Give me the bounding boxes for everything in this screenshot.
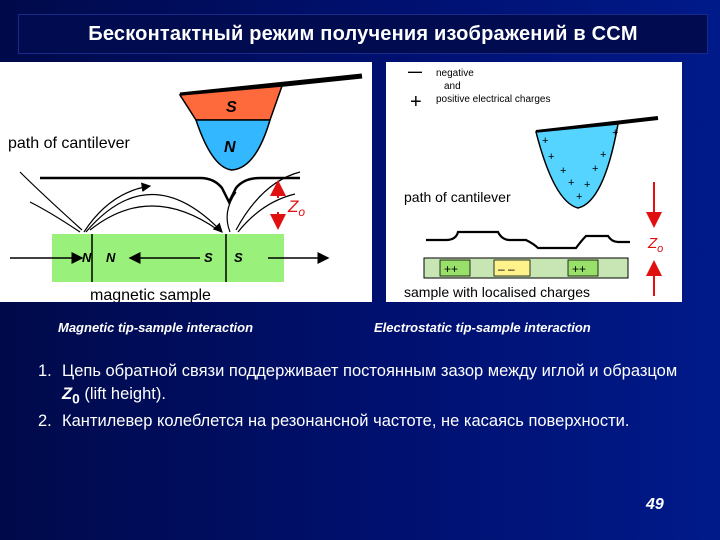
legend-line-3: positive electrical charges bbox=[436, 94, 551, 105]
slide-title-bar: Бесконтактный режим получения изображени… bbox=[18, 14, 708, 54]
domain-label-3: S bbox=[204, 250, 213, 265]
list-number: 2. bbox=[38, 412, 52, 431]
svg-text:+: + bbox=[612, 127, 618, 139]
magnetic-caption: Magnetic tip-sample interaction bbox=[58, 320, 254, 335]
magnetic-diagram-panel: S N path of cantilever Zo N N S S bbox=[0, 62, 372, 304]
height-label: Zo bbox=[287, 197, 305, 219]
domain-label-2: N bbox=[106, 250, 116, 265]
electrostatic-caption: Electrostatic tip-sample interaction bbox=[374, 320, 591, 335]
field-lines bbox=[19, 171, 301, 233]
path-label-right: path of cantilever bbox=[404, 189, 511, 205]
numbered-list: 1. Цепь обратной связи поддерживает пост… bbox=[38, 360, 678, 433]
domain-label-4: S bbox=[234, 250, 243, 265]
charged-sample-label: sample with localised charges bbox=[404, 284, 590, 300]
path-line-right bbox=[426, 230, 630, 250]
legend-line-1: negative bbox=[436, 68, 474, 79]
svg-text:+: + bbox=[592, 163, 598, 175]
electrostatic-diagram-panel: — + negative and positive electrical cha… bbox=[386, 62, 682, 302]
svg-text:+: + bbox=[576, 191, 582, 203]
svg-text:+: + bbox=[584, 179, 590, 191]
svg-text:+: + bbox=[548, 151, 554, 163]
path-line bbox=[40, 176, 300, 205]
magnetic-diagram: S N path of cantilever Zo N N S S bbox=[8, 73, 363, 304]
magnetic-sample-label: magnetic sample bbox=[90, 287, 211, 302]
list-item: 1. Цепь обратной связи поддерживает пост… bbox=[38, 360, 678, 410]
list-text: Цепь обратной связи поддерживает постоян… bbox=[62, 362, 678, 407]
legend-minus: — bbox=[408, 63, 422, 79]
page-number: 49 bbox=[646, 496, 664, 513]
legend-line-2: and bbox=[444, 81, 461, 92]
list-text: Кантилевер колеблется на резонансной час… bbox=[62, 412, 630, 431]
path-label: path of cantilever bbox=[8, 135, 131, 152]
charge-group-3: ++ bbox=[572, 262, 586, 276]
charge-group-1: ++ bbox=[444, 262, 458, 276]
slide-title: Бесконтактный режим получения изображени… bbox=[88, 22, 638, 45]
legend-plus: + bbox=[410, 91, 422, 113]
charge-group-2: – – bbox=[498, 262, 515, 276]
svg-text:+: + bbox=[568, 177, 574, 189]
charged-tip bbox=[535, 123, 619, 209]
list-item: 2. Кантилевер колеблется на резонансной … bbox=[38, 410, 678, 433]
domain-label-1: N bbox=[82, 250, 92, 265]
svg-text:+: + bbox=[542, 135, 548, 147]
svg-text:+: + bbox=[600, 149, 606, 161]
tip-s-label: S bbox=[226, 99, 237, 116]
list-number: 1. bbox=[38, 362, 52, 380]
tip-n-region bbox=[194, 119, 272, 171]
electrostatic-diagram: — + negative and positive electrical cha… bbox=[404, 63, 663, 300]
tip-n-label: N bbox=[224, 139, 236, 156]
svg-text:+: + bbox=[560, 165, 566, 177]
height-label-right: Zo bbox=[647, 235, 663, 255]
tip-charges: +++ +++ +++ bbox=[542, 127, 618, 203]
